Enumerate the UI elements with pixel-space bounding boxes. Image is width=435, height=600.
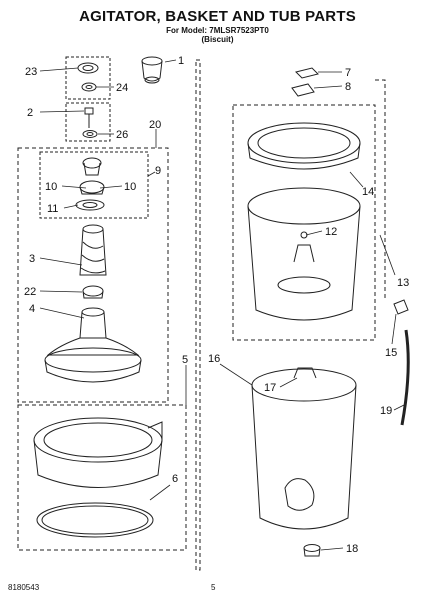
callout-10-right: 10 [124, 181, 136, 193]
group-box-2 [65, 102, 111, 142]
part-14-balance-ring [247, 122, 361, 170]
part-2-26-bolt-washer [82, 107, 98, 138]
callout-4: 4 [29, 303, 35, 315]
part-23-24-cap-washer [77, 62, 99, 92]
callout-17: 17 [264, 382, 276, 394]
callout-1: 1 [178, 55, 184, 67]
callout-10-left: 10 [45, 181, 57, 193]
part-1-cap [141, 56, 163, 84]
callout-12: 12 [325, 226, 337, 238]
group-box-14 [232, 104, 376, 341]
callout-2: 2 [27, 107, 33, 119]
model-variant: (Biscuit) [201, 35, 234, 44]
part-7-8-brackets [291, 67, 319, 97]
page-title: AGITATOR, BASKET AND TUB PARTS [79, 8, 356, 25]
callout-3: 3 [29, 253, 35, 265]
group-box-5 [17, 404, 187, 551]
leader-lines [39, 59, 405, 551]
callout-22: 22 [24, 286, 36, 298]
callout-13: 13 [397, 277, 409, 289]
callout-20: 20 [149, 119, 161, 131]
callout-11: 11 [47, 203, 58, 215]
part-15-19-hose-clip [393, 299, 410, 426]
callout-24: 24 [116, 82, 128, 94]
callout-9: 9 [155, 165, 161, 177]
part-4-agitator-base [44, 307, 142, 383]
callout-19: 19 [380, 405, 392, 417]
callout-26: 26 [116, 129, 128, 141]
part-3-agitator-barrel [79, 224, 107, 299]
part-9-cam-assembly [75, 157, 105, 211]
group-box-13 [195, 59, 386, 571]
document-number: 8180543 [8, 583, 40, 592]
callout-15: 15 [385, 347, 397, 359]
callout-7: 7 [345, 67, 351, 79]
callout-labels: 23 24 1 2 26 20 9 10 10 11 3 22 4 5 6 7 … [24, 55, 409, 555]
group-box-23 [65, 56, 111, 100]
group-box-20 [17, 147, 169, 403]
callout-5: 5 [182, 354, 188, 366]
callout-18: 18 [346, 543, 358, 555]
callout-14: 14 [362, 186, 374, 198]
callout-6: 6 [172, 473, 178, 485]
callout-23: 23 [25, 66, 37, 78]
model-line: For Model: 7MLSR7523PT0 [166, 26, 269, 35]
callout-8: 8 [345, 81, 351, 93]
part-18-drain-fitting [303, 544, 321, 557]
callout-16: 16 [208, 353, 220, 365]
part-5-6-ring-seal [33, 417, 163, 538]
group-box-9 [39, 151, 149, 219]
part-12-basket [247, 187, 361, 321]
page-number: 5 [211, 583, 216, 592]
